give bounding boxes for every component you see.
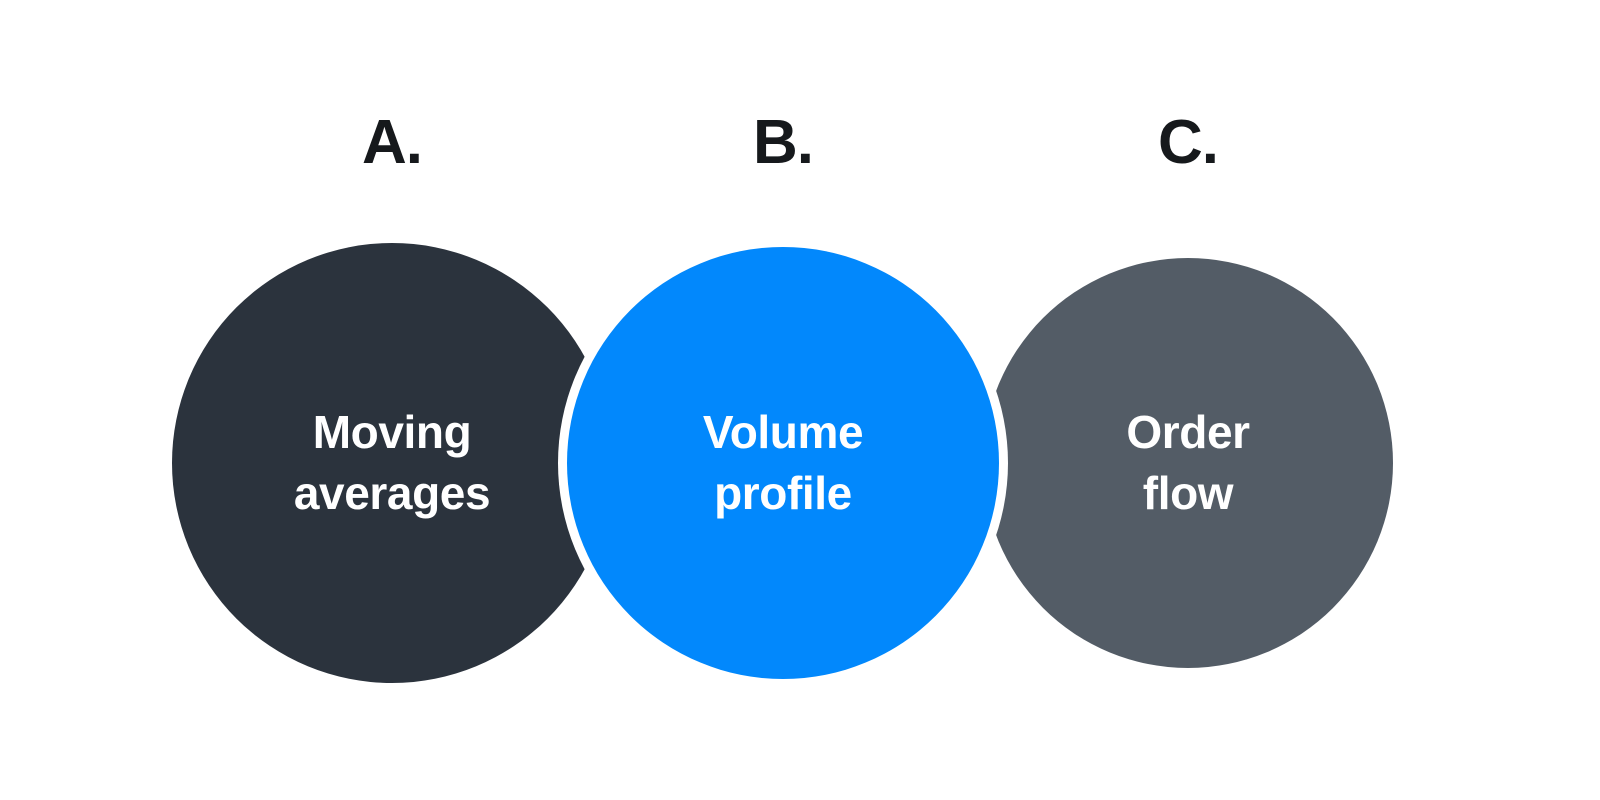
circle-moving-averages[interactable]: Moving averages xyxy=(172,243,612,683)
circle-caption-b: B. xyxy=(753,108,814,177)
circle-label-order-flow: Order flow xyxy=(1126,406,1250,519)
circle-caption-c: C. xyxy=(1158,108,1219,177)
circle-order-flow[interactable]: Order flow xyxy=(983,258,1393,668)
circle-label-volume-profile: Volume profile xyxy=(702,406,864,519)
circle-label-moving-averages: Moving averages xyxy=(293,406,491,519)
circle-volume-profile[interactable]: Volume profile xyxy=(567,247,999,679)
circle-caption-a: A. xyxy=(362,108,423,177)
